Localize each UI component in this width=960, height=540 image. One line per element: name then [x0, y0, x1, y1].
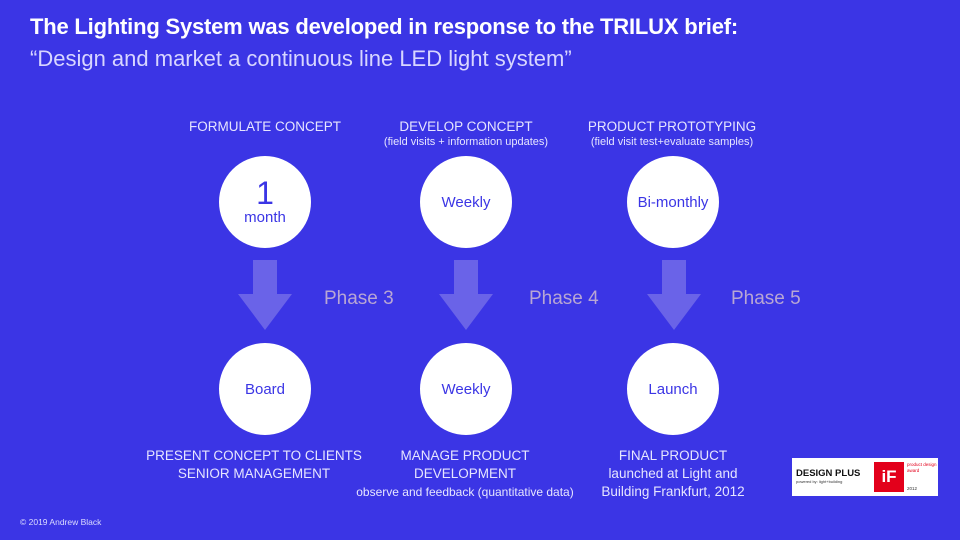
- column-1-bottom-circle: Board: [219, 343, 311, 435]
- awards-badges: DESIGN PLUS powered by: light+building i…: [792, 458, 938, 496]
- column-1-duration-number: 1: [256, 175, 274, 211]
- column-3-heading-text: PRODUCT PROTOTYPING: [587, 119, 757, 134]
- phase-3-label: Phase 3: [324, 288, 394, 309]
- column-3-heading: PRODUCT PROTOTYPING (field visit test+ev…: [557, 118, 787, 149]
- column-2-bottom-label-line-2: DEVELOPMENT: [413, 466, 517, 481]
- column-2-top-circle: Weekly: [420, 156, 512, 248]
- column-2-down-arrow-icon: [439, 260, 493, 330]
- column-2-bottom-label-small: observe and feedback (quantitative data): [356, 485, 574, 499]
- column-2-bottom-circle-text: Weekly: [441, 380, 491, 398]
- column-2-heading: DEVELOP CONCEPT (field visits + informat…: [351, 118, 581, 149]
- column-3-bottom-label-line-3: Building Frankfurt, 2012: [601, 484, 745, 499]
- if-award-text: product design award 2012: [907, 462, 937, 492]
- column-1-heading-text: FORMULATE CONCEPT: [188, 119, 341, 134]
- design-plus-logo: DESIGN PLUS powered by: light+building: [796, 469, 872, 485]
- column-3-bottom-circle: Launch: [627, 343, 719, 435]
- column-1-bottom-label-line-2: SENIOR MANAGEMENT: [177, 466, 331, 481]
- slide-title: The Lighting System was developed in res…: [30, 14, 739, 39]
- phase-4-label: Phase 4: [529, 288, 599, 309]
- column-1-heading: FORMULATE CONCEPT: [150, 118, 380, 135]
- column-3-top-circle: Bi-monthly: [627, 156, 719, 248]
- column-1-down-arrow-icon: [238, 260, 292, 330]
- copyright-notice: © 2019 Andrew Black: [20, 517, 102, 527]
- column-3-bottom-circle-text: Launch: [648, 380, 698, 398]
- design-plus-subtext: powered by: light+building: [796, 479, 843, 484]
- column-1-bottom-label-line-1: PRESENT CONCEPT TO CLIENTS: [146, 448, 362, 463]
- column-1-bottom-circle-text: Board: [244, 380, 286, 398]
- phase-5-label: Phase 5: [731, 288, 801, 309]
- column-3-top-circle-text: Bi-monthly: [637, 193, 709, 211]
- column-1-top-circle: 1 month: [219, 156, 311, 248]
- column-2-bottom-circle: Weekly: [420, 343, 512, 435]
- column-3-heading-subtext: (field visit test+evaluate samples): [590, 136, 754, 148]
- slide-subtitle: “Design and market a continuous line LED…: [30, 46, 572, 71]
- if-award-label: product design award: [907, 462, 937, 473]
- design-plus-text: DESIGN PLUS: [796, 468, 861, 479]
- column-2-heading-subtext: (field visits + information updates): [383, 136, 549, 148]
- column-3-bottom-label-line-1: FINAL PRODUCT: [618, 448, 728, 463]
- column-2-bottom-label: MANAGE PRODUCT DEVELOPMENT observe and f…: [345, 447, 585, 501]
- if-award-logo: iF: [874, 462, 904, 492]
- if-award-year: 2012: [907, 486, 918, 491]
- column-2-top-circle-text: Weekly: [441, 193, 491, 211]
- column-2-heading-text: DEVELOP CONCEPT: [399, 119, 533, 134]
- column-2-bottom-label-line-1: MANAGE PRODUCT: [400, 448, 530, 463]
- column-3-bottom-label: FINAL PRODUCT launched at Light and Buil…: [553, 447, 793, 501]
- column-3-down-arrow-icon: [647, 260, 701, 330]
- column-1-duration-unit: month: [244, 209, 286, 226]
- column-3-bottom-label-line-2: launched at Light and: [608, 466, 738, 481]
- column-1-bottom-label: PRESENT CONCEPT TO CLIENTS SENIOR MANAGE…: [134, 447, 374, 483]
